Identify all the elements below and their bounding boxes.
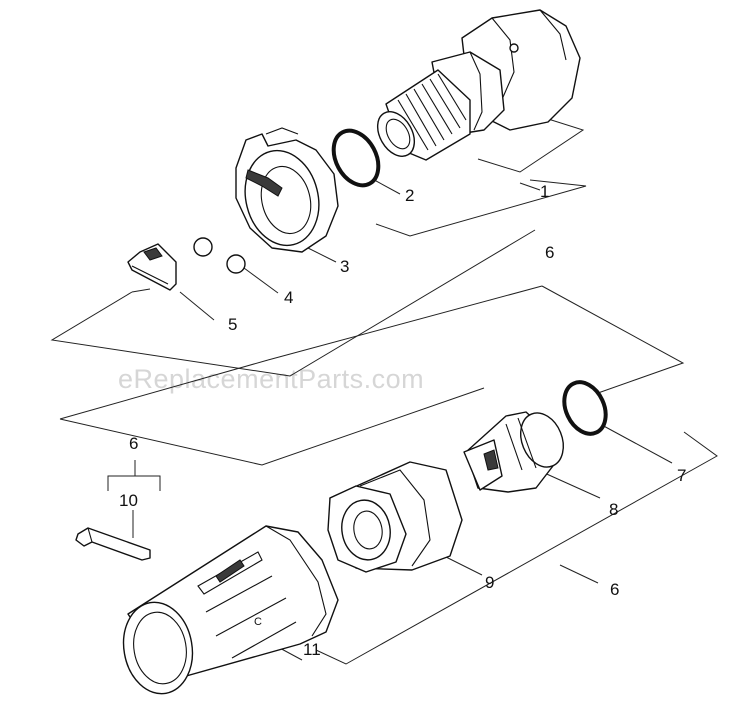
callout-6-top: 6 xyxy=(545,243,554,262)
part-3-clamp-ring xyxy=(235,127,339,253)
part-11-nozzle-cover: C xyxy=(122,525,339,695)
part-4-balls xyxy=(193,237,246,274)
callout-5: 5 xyxy=(228,315,237,334)
callout-labels: 1 2 3 4 5 6 6 10 7 8 9 6 11 xyxy=(119,182,686,659)
callout-10: 10 xyxy=(119,491,138,510)
part-1-threaded-fitting xyxy=(376,9,581,161)
part-8-nozzle-insert xyxy=(463,411,565,493)
callout-4: 4 xyxy=(284,288,293,307)
callout-1: 1 xyxy=(540,182,549,201)
part-5-clip xyxy=(127,243,177,291)
watermark: eReplacementParts.com xyxy=(118,364,424,394)
svg-text:C: C xyxy=(254,616,262,628)
callout-6-left: 6 xyxy=(129,434,138,453)
part-9-nozzle-nut xyxy=(327,461,463,573)
callout-6-bottom: 6 xyxy=(610,580,619,599)
callout-11: 11 xyxy=(303,640,321,659)
part-2-o-ring xyxy=(331,128,381,188)
group-bracket-lines xyxy=(50,117,718,665)
part-7-o-ring xyxy=(562,380,608,436)
callout-9: 9 xyxy=(485,573,494,592)
part-10-hex-key xyxy=(75,527,151,561)
callout-2: 2 xyxy=(405,186,414,205)
callout-7: 7 xyxy=(677,466,686,485)
callout-3: 3 xyxy=(340,257,349,276)
callout-8: 8 xyxy=(609,500,618,519)
